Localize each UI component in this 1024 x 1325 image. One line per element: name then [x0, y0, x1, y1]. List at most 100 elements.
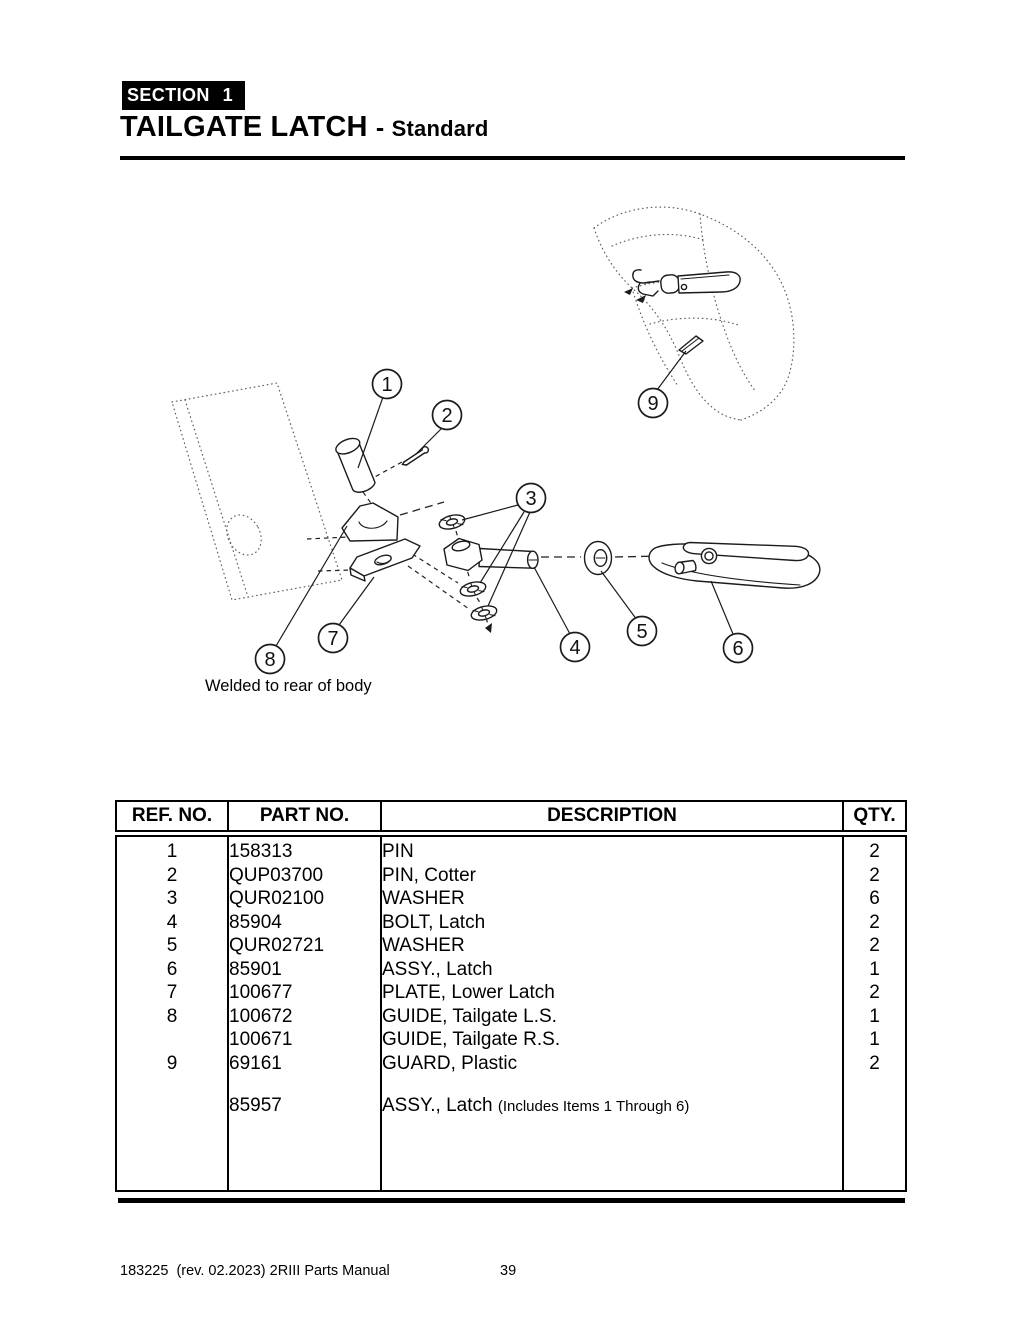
- ref-cell: 3: [115, 887, 229, 911]
- col-header-part: PART NO.: [227, 800, 382, 837]
- qty-cell: 2: [842, 910, 907, 934]
- col-header-ref: REF. NO.: [115, 800, 229, 837]
- col-header-desc: DESCRIPTION: [380, 800, 844, 837]
- tailgate-outline-dotted: [593, 206, 795, 421]
- cotter-pin-part: [401, 446, 430, 466]
- lower-latch-plate-part: [349, 538, 421, 582]
- svg-text:8: 8: [264, 649, 275, 671]
- table-row: 9 69161 GUARD, Plastic 2: [115, 1051, 907, 1075]
- part-cell: 85901: [227, 957, 382, 981]
- flat-washer-part: [583, 540, 613, 576]
- part-cell: 69161: [227, 1051, 382, 1075]
- part-cell: 100671: [227, 1028, 382, 1052]
- desc-cell: WASHER: [380, 934, 844, 958]
- table-row: 6 85901 ASSY., Latch 1: [115, 957, 907, 981]
- desc-cell: PIN: [380, 833, 844, 864]
- table-row: 5 QUR02721 WASHER 2: [115, 934, 907, 958]
- ref-cell: 4: [115, 910, 229, 934]
- svg-text:9: 9: [647, 393, 658, 415]
- qty-cell: 2: [842, 1051, 907, 1075]
- qty-cell: 1: [842, 1028, 907, 1052]
- table-row: 8 100672 GUIDE, Tailgate L.S. 1: [115, 1004, 907, 1028]
- washer-part-1: [438, 514, 466, 530]
- exploded-parts-diagram: 1 2 3 4 5 6 7 8 9 Welded to rear of body: [171, 206, 821, 695]
- table-header-row: REF. NO. PART NO. DESCRIPTION QTY.: [115, 800, 907, 837]
- qty-cell: 6: [842, 887, 907, 911]
- diagram-caption: Welded to rear of body: [205, 677, 372, 695]
- header-rule: [120, 156, 905, 160]
- footer-rule: [118, 1198, 905, 1203]
- section-badge: SECTION 1: [122, 81, 245, 110]
- part-cell: QUP03700: [227, 863, 382, 887]
- leader-lines: [275, 350, 734, 647]
- svg-text:1: 1: [381, 374, 392, 396]
- callout-2: 2: [431, 399, 463, 431]
- desc-cell: PLATE, Lower Latch: [380, 981, 844, 1005]
- callout-7: 7: [317, 622, 349, 654]
- part-cell: QUR02100: [227, 887, 382, 911]
- part-cell: 85957: [227, 1092, 382, 1120]
- part-cell: 100672: [227, 1004, 382, 1028]
- desc-cell: WASHER: [380, 887, 844, 911]
- ref-cell: 6: [115, 957, 229, 981]
- callout-3: 3: [515, 482, 547, 514]
- part-cell: 158313: [227, 833, 382, 864]
- svg-text:2: 2: [441, 405, 452, 427]
- callout-5: 5: [626, 615, 658, 647]
- svg-text:3: 3: [525, 488, 536, 510]
- svg-text:4: 4: [569, 637, 580, 659]
- desc-cell: ASSY., Latch (Includes Items 1 Through 6…: [380, 1092, 844, 1120]
- assembly-dashed-lines: [306, 461, 662, 625]
- table-row: 7 100677 PLATE, Lower Latch 2: [115, 981, 907, 1005]
- desc-cell: PIN, Cotter: [380, 863, 844, 887]
- qty-cell: [842, 1092, 907, 1120]
- part-cell: 85904: [227, 910, 382, 934]
- callout-4: 4: [559, 631, 591, 663]
- body-panel-outline-dotted: [171, 382, 343, 601]
- part-cell: QUR02721: [227, 934, 382, 958]
- svg-text:5: 5: [636, 621, 647, 643]
- footer-document-info: 183225 (rev. 02.2023) 2RIII Parts Manual: [120, 1263, 390, 1279]
- desc-cell: GUARD, Plastic: [380, 1051, 844, 1075]
- pin-part: [335, 437, 376, 493]
- washer-part-3: [470, 605, 498, 621]
- qty-cell: 1: [842, 957, 907, 981]
- latch-assembly-part: [648, 541, 821, 589]
- table-row: 3 QUR02100 WASHER 6: [115, 887, 907, 911]
- qty-cell: 2: [842, 863, 907, 887]
- col-header-qty: QTY.: [842, 800, 907, 837]
- qty-cell: 2: [842, 934, 907, 958]
- installed-latch: [624, 269, 741, 303]
- callout-8: 8: [254, 643, 286, 675]
- table-row: 85957 ASSY., Latch (Includes Items 1 Thr…: [115, 1092, 907, 1120]
- qty-cell: 2: [842, 981, 907, 1005]
- desc-cell: GUIDE, Tailgate R.S.: [380, 1028, 844, 1052]
- desc-cell: GUIDE, Tailgate L.S.: [380, 1004, 844, 1028]
- svg-text:7: 7: [327, 628, 338, 650]
- table-row: 4 85904 BOLT, Latch 2: [115, 910, 907, 934]
- footer-page-number: 39: [500, 1263, 517, 1279]
- title-main: TAILGATE LATCH: [120, 111, 368, 143]
- callout-1: 1: [371, 368, 403, 400]
- desc-note: (Includes Items 1 Through 6): [497, 1098, 690, 1115]
- table-row: 100671 GUIDE, Tailgate R.S. 1: [115, 1028, 907, 1052]
- qty-cell: 1: [842, 1004, 907, 1028]
- svg-text:6: 6: [732, 638, 743, 660]
- ref-cell: 2: [115, 863, 229, 887]
- table-row: 1 158313 PIN 2: [115, 833, 907, 864]
- parts-table: REF. NO. PART NO. DESCRIPTION QTY. 1 158…: [115, 800, 907, 1192]
- ref-cell: 5: [115, 934, 229, 958]
- part-cell: 100677: [227, 981, 382, 1005]
- callout-9: 9: [637, 387, 669, 419]
- guide-part: [341, 502, 399, 542]
- ref-cell: 7: [115, 981, 229, 1005]
- section-number: 1: [222, 85, 233, 105]
- ref-cell: 9: [115, 1051, 229, 1075]
- latch-bolt-part: [443, 537, 539, 572]
- assembly-arrow: [485, 623, 492, 633]
- washer-part-2: [459, 581, 487, 597]
- ref-cell: [115, 1092, 229, 1120]
- title-subtitle: Standard: [391, 116, 489, 141]
- page-title: TAILGATE LATCH - Standard: [120, 111, 489, 144]
